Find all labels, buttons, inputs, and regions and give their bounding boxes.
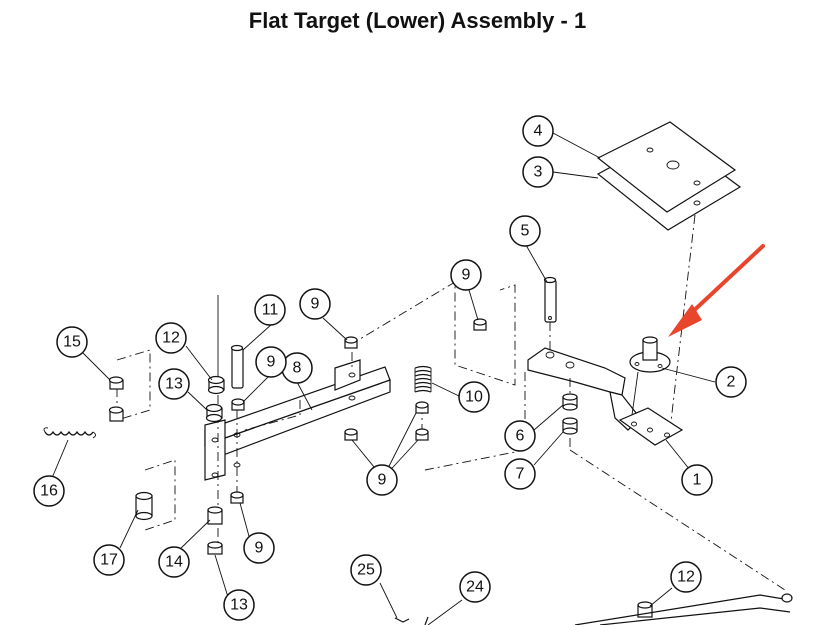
- stud-2: [629, 336, 671, 416]
- bushing-9-f: [415, 428, 429, 441]
- svg-text:14: 14: [165, 554, 183, 571]
- callout-15: 15: [56, 326, 88, 358]
- lower-bracket-partial: [394, 593, 793, 625]
- callout-13-a: 13: [158, 368, 190, 400]
- svg-text:9: 9: [311, 296, 320, 313]
- callout-9-e: 9: [243, 532, 275, 564]
- callout-10: 10: [458, 381, 490, 413]
- svg-text:24: 24: [466, 579, 484, 596]
- spring-16: [43, 427, 96, 439]
- svg-text:15: 15: [63, 334, 81, 351]
- rail-8: [204, 359, 391, 481]
- bushing-15-lower: [108, 406, 124, 422]
- spring-10: [414, 365, 432, 393]
- callout-12-b: 12: [670, 561, 702, 593]
- callout-8: 8: [281, 352, 313, 384]
- callout-4: 4: [522, 115, 554, 147]
- page-title: Flat Target (Lower) Assembly - 1: [248, 8, 587, 33]
- bushing-6: [562, 393, 578, 411]
- bushing-13-lower: [207, 541, 223, 555]
- bushing-12-upper: [207, 375, 225, 395]
- svg-text:9: 9: [267, 354, 276, 371]
- svg-text:13: 13: [165, 376, 183, 393]
- leader-lines: [51, 132, 716, 625]
- bushing-9-d: [344, 428, 358, 441]
- bushing-7: [562, 417, 578, 435]
- svg-text:12: 12: [677, 569, 695, 586]
- bushing-9-c: [473, 318, 487, 331]
- svg-text:7: 7: [516, 466, 525, 483]
- callout-25: 25: [350, 554, 382, 586]
- bushing-17: [135, 491, 153, 521]
- svg-text:25: 25: [357, 562, 375, 579]
- svg-text:9: 9: [255, 540, 264, 557]
- svg-text:12: 12: [162, 330, 180, 347]
- pin-11: [230, 344, 244, 389]
- callout-17: 17: [93, 544, 125, 576]
- svg-text:1: 1: [693, 472, 702, 489]
- red-indicator-arrow: [668, 244, 765, 337]
- svg-text:4: 4: [534, 123, 543, 140]
- callout-3: 3: [522, 156, 554, 188]
- svg-text:9: 9: [378, 472, 387, 489]
- svg-text:8: 8: [293, 360, 302, 377]
- callout-12-a: 12: [155, 322, 187, 354]
- svg-text:2: 2: [727, 374, 736, 391]
- bushing-9-a: [231, 398, 245, 411]
- bushing-9-e: [415, 401, 429, 414]
- bushing-15: [108, 376, 124, 390]
- callout-16: 16: [33, 475, 65, 507]
- callout-1: 1: [681, 464, 713, 496]
- bushing-9-b: [344, 336, 358, 349]
- right-bracket: [527, 347, 684, 446]
- bushing-9-g: [230, 491, 244, 504]
- svg-text:3: 3: [534, 164, 543, 181]
- callout-9-b: 9: [299, 288, 331, 320]
- svg-text:17: 17: [100, 552, 118, 569]
- bushing-13-upper: [205, 403, 223, 423]
- callout-11: 11: [254, 294, 286, 326]
- callout-9-a: 9: [450, 259, 482, 291]
- bushing-14: [207, 506, 223, 525]
- callout-9-c: 9: [255, 346, 287, 378]
- svg-text:5: 5: [521, 223, 530, 240]
- callout-5: 5: [509, 215, 541, 247]
- callout-7: 7: [504, 458, 536, 490]
- callout-2: 2: [715, 366, 747, 398]
- callout-14: 14: [158, 546, 190, 578]
- svg-text:10: 10: [465, 389, 483, 406]
- callout-24: 24: [459, 571, 491, 603]
- pin-5: [543, 276, 557, 323]
- svg-text:9: 9: [462, 267, 471, 284]
- callout-6: 6: [504, 420, 536, 452]
- plate-4: [596, 121, 737, 213]
- svg-text:6: 6: [516, 428, 525, 445]
- svg-text:13: 13: [230, 597, 248, 614]
- callout-9-d: 9: [366, 464, 398, 496]
- callout-13-b: 13: [223, 589, 255, 621]
- svg-text:11: 11: [262, 302, 279, 319]
- svg-text:16: 16: [40, 483, 58, 500]
